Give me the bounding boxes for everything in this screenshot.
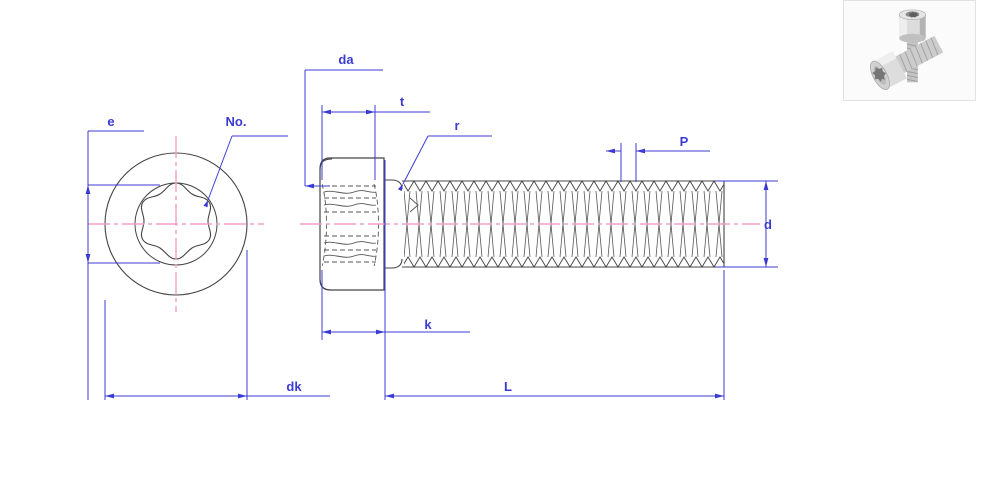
socket-lobe-edge [323, 203, 377, 207]
upright-torx-star [908, 11, 919, 18]
label-k: k [424, 317, 432, 332]
dimension-L [385, 270, 725, 400]
dimension-e [85, 130, 160, 400]
dimension-text-layer: e No. da t r P d k dk L [107, 52, 772, 394]
dimension-t [321, 105, 430, 180]
label-da: da [338, 52, 354, 67]
product-photo-illustration [844, 1, 975, 100]
side-view-screw [300, 157, 760, 291]
dimension-no-leader [203, 135, 288, 208]
socket-lobe-edge [323, 190, 377, 194]
dimension-k [321, 160, 470, 400]
shank-radius-r [384, 179, 403, 190]
label-d: d [764, 217, 772, 232]
lying-threads [899, 37, 939, 72]
label-t: t [400, 94, 405, 109]
socket-lobe-edge [323, 241, 377, 245]
label-no: No. [226, 114, 247, 129]
label-dk: dk [286, 379, 302, 394]
dimension-d [716, 180, 778, 268]
dimension-dk [104, 250, 330, 400]
upright-head-highlight [899, 14, 908, 39]
dimension-r [397, 135, 492, 192]
leader-line [203, 135, 233, 208]
front-view-centerlines [88, 136, 264, 312]
label-r: r [454, 118, 459, 133]
lying-torx-star [872, 67, 887, 82]
label-e: e [107, 114, 114, 129]
product-photo-thumbnail[interactable] [843, 0, 976, 101]
label-L: L [504, 379, 512, 394]
upright-head-bottom [899, 33, 926, 43]
dimension-p [606, 143, 710, 182]
screw-lying [870, 35, 944, 90]
upright-head-shade [919, 14, 926, 39]
dimension-da [304, 69, 383, 189]
dimension-layer [85, 69, 778, 400]
label-p: P [680, 134, 689, 149]
head-left-chamfer-bottom [319, 278, 333, 291]
leader-line [397, 135, 429, 192]
head-left-chamfer [319, 158, 333, 171]
socket-lobe-edge [323, 254, 377, 258]
thread-run-out-detail [409, 197, 419, 213]
shank-radius-r-bottom [384, 258, 403, 269]
